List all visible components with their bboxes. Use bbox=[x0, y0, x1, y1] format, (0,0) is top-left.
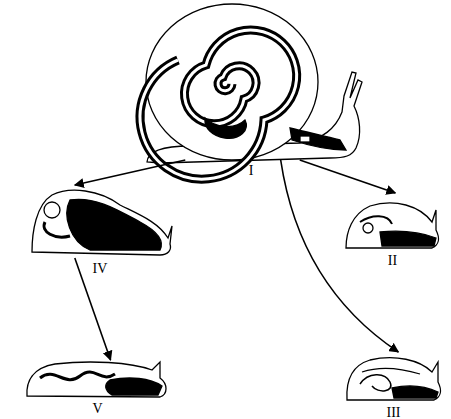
evolution-arrow bbox=[281, 160, 399, 352]
slug-figure bbox=[44, 202, 60, 218]
slug-figure bbox=[380, 231, 436, 246]
figure-node: II bbox=[345, 193, 440, 250]
snail-figure bbox=[205, 118, 246, 138]
slug-figure bbox=[346, 203, 439, 248]
figure-numeral: II bbox=[388, 253, 397, 269]
figure-numeral: IV bbox=[93, 261, 108, 277]
slug-figure bbox=[362, 368, 420, 374]
slug-figure bbox=[360, 216, 392, 224]
slug-figure bbox=[346, 203, 439, 248]
slug-figure bbox=[67, 199, 161, 250]
slug-figure bbox=[106, 378, 162, 395]
snail-figure bbox=[140, 30, 297, 179]
slug-figure bbox=[32, 190, 172, 255]
slug-figure bbox=[363, 223, 373, 233]
snail-figure bbox=[140, 30, 297, 179]
slug-figure bbox=[40, 372, 115, 380]
figure-node: V bbox=[25, 360, 170, 398]
figure-node: III bbox=[345, 352, 442, 402]
evolution-arrow bbox=[75, 160, 185, 185]
slug-figure bbox=[44, 222, 70, 237]
snail-figure bbox=[290, 128, 346, 150]
snail-figure bbox=[140, 4, 362, 179]
slug-figure bbox=[392, 386, 438, 398]
slug-figure bbox=[347, 358, 441, 400]
evolution-arrow bbox=[300, 160, 396, 193]
slug-figure bbox=[32, 190, 172, 255]
figure-numeral: I bbox=[249, 163, 254, 179]
figure-node: IV bbox=[30, 185, 170, 258]
figure-numeral: V bbox=[92, 401, 102, 417]
slug-figure bbox=[27, 362, 166, 397]
figure-numeral: III bbox=[387, 405, 401, 419]
snail-figure bbox=[300, 136, 310, 142]
slug-figure bbox=[360, 375, 391, 391]
slug-figure bbox=[347, 358, 441, 400]
slug-figure bbox=[27, 362, 166, 397]
figure-node: I bbox=[145, 2, 357, 160]
evolution-arrow bbox=[75, 258, 111, 360]
